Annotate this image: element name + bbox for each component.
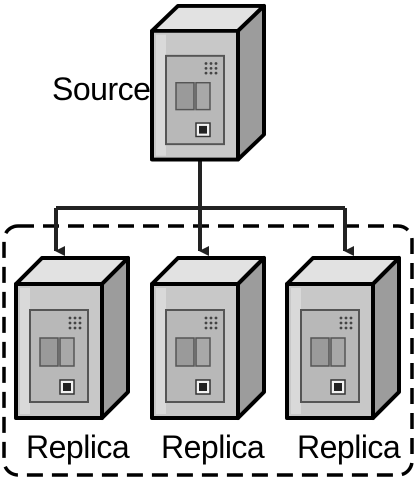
source-label: Source: [52, 71, 150, 107]
replica-server-2: Replica: [150, 256, 266, 465]
server-tower-icon: [150, 3, 266, 162]
server-tower-icon: [14, 256, 130, 420]
replica-label: Replica: [26, 429, 130, 465]
server-tower-icon: [150, 256, 266, 420]
replica-server-1: Replica: [14, 256, 130, 465]
server-tower-icon: [285, 256, 401, 420]
replica-server-3: Replica: [285, 256, 401, 465]
replica-label: Replica: [161, 429, 265, 465]
replica-label: Replica: [297, 429, 401, 465]
replication-connectors: [54, 160, 354, 256]
replica-group-boundary: [2, 224, 414, 477]
source-server: Source: [52, 3, 266, 162]
